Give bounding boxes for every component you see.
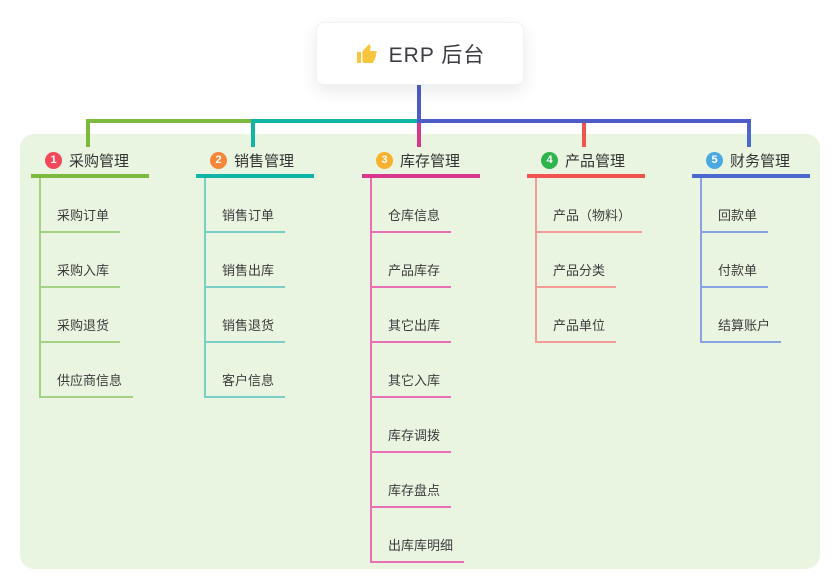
child-node[interactable]: 产品单位: [537, 288, 642, 343]
branch-label: 库存管理: [400, 152, 461, 170]
child-node[interactable]: 采购订单: [41, 178, 133, 233]
child-node[interactable]: 客户信息: [206, 343, 286, 398]
branch: 5 财务管理 回款单付款单结算账户: [692, 146, 810, 343]
branch-node[interactable]: 5 财务管理: [692, 146, 810, 178]
bus-segment: [251, 119, 419, 123]
child-label: 结算账户: [702, 315, 782, 343]
thumbs-up-icon: [356, 43, 377, 63]
child-node[interactable]: 结算账户: [702, 288, 782, 343]
child-node[interactable]: 销售退货: [206, 288, 286, 343]
branch-number-badge: 3: [376, 151, 393, 169]
child-node[interactable]: 仓库信息: [372, 178, 464, 233]
child-label: 采购入库: [41, 260, 121, 288]
branch-node[interactable]: 4 产品管理: [527, 146, 645, 178]
root-stem-line: [417, 85, 421, 123]
root-node[interactable]: ERP 后台: [316, 22, 524, 85]
branch: 1 采购管理 采购订单采购入库采购退货供应商信息: [31, 146, 149, 398]
child-label: 仓库信息: [372, 205, 452, 233]
child-node[interactable]: 销售出库: [206, 233, 286, 288]
root-title: ERP 后台: [388, 43, 486, 67]
branch-children: 销售订单销售出库销售退货客户信息: [204, 178, 286, 398]
child-label: 销售退货: [206, 315, 286, 343]
branch-label: 产品管理: [565, 152, 626, 170]
branch-children: 采购订单采购入库采购退货供应商信息: [39, 178, 134, 398]
branch-node[interactable]: 2 销售管理: [196, 146, 314, 178]
branch-number-badge: 4: [541, 151, 558, 169]
branch: 4 产品管理 产品（物料） 产品分类产品单位: [527, 146, 645, 343]
bus-segment: [86, 119, 251, 123]
child-label: 采购订单: [41, 205, 121, 233]
bus-segment: [417, 119, 751, 123]
branch-drop-line: [417, 119, 421, 147]
branch-label: 采购管理: [69, 152, 130, 170]
branch-drop-line: [86, 119, 90, 147]
child-label: 产品库存: [372, 260, 452, 288]
child-label: 采购退货: [41, 315, 121, 343]
child-node[interactable]: 出库库明细: [372, 508, 465, 563]
branch-drop-line: [747, 119, 751, 147]
child-label: 库存调拨: [372, 425, 452, 453]
child-label: 供应商信息: [41, 370, 134, 398]
branch-children: 产品（物料） 产品分类产品单位: [535, 178, 643, 343]
branch-drop-line: [582, 119, 586, 147]
child-node[interactable]: 产品分类: [537, 233, 642, 288]
child-label: 出库库明细: [372, 535, 465, 563]
branch-label: 销售管理: [234, 152, 295, 170]
child-label: 库存盘点: [372, 480, 452, 508]
child-label: 付款单: [702, 260, 769, 288]
child-label: 客户信息: [206, 370, 286, 398]
branch: 2 销售管理 销售订单销售出库销售退货客户信息: [196, 146, 314, 398]
child-label: 销售订单: [206, 205, 286, 233]
child-node[interactable]: 库存盘点: [372, 453, 464, 508]
child-node[interactable]: 采购入库: [41, 233, 133, 288]
child-node[interactable]: 产品（物料）: [537, 178, 643, 233]
branch-drop-line: [251, 119, 255, 147]
branch-children: 回款单付款单结算账户: [700, 178, 782, 343]
branches-panel: [20, 134, 820, 569]
child-node[interactable]: 采购退货: [41, 288, 133, 343]
branch-node[interactable]: 3 库存管理: [362, 146, 480, 178]
child-node[interactable]: 库存调拨: [372, 398, 464, 453]
child-label: 回款单: [702, 205, 769, 233]
child-node[interactable]: 回款单: [702, 178, 781, 233]
branch-label: 财务管理: [730, 152, 791, 170]
child-label: 产品分类: [537, 260, 617, 288]
branch-number-badge: 2: [210, 151, 227, 169]
branch-children: 仓库信息产品库存其它出库其它入库库存调拨库存盘点出库库明细: [370, 178, 465, 563]
child-label: 销售出库: [206, 260, 286, 288]
child-label: 产品单位: [537, 315, 617, 343]
child-node[interactable]: 产品库存: [372, 233, 464, 288]
branch-number-badge: 1: [45, 151, 62, 169]
child-node[interactable]: 销售订单: [206, 178, 286, 233]
child-label: 其它入库: [372, 370, 452, 398]
branch-number-badge: 5: [706, 151, 723, 169]
child-node[interactable]: 付款单: [702, 233, 781, 288]
child-label: 其它出库: [372, 315, 452, 343]
child-node[interactable]: 其它出库: [372, 288, 464, 343]
branch: 3 库存管理 仓库信息产品库存其它出库其它入库库存调拨库存盘点出库库明细: [362, 146, 480, 563]
child-node[interactable]: 供应商信息: [41, 343, 134, 398]
branch-node[interactable]: 1 采购管理: [31, 146, 149, 178]
child-label: 产品（物料）: [537, 205, 643, 233]
child-node[interactable]: 其它入库: [372, 343, 464, 398]
